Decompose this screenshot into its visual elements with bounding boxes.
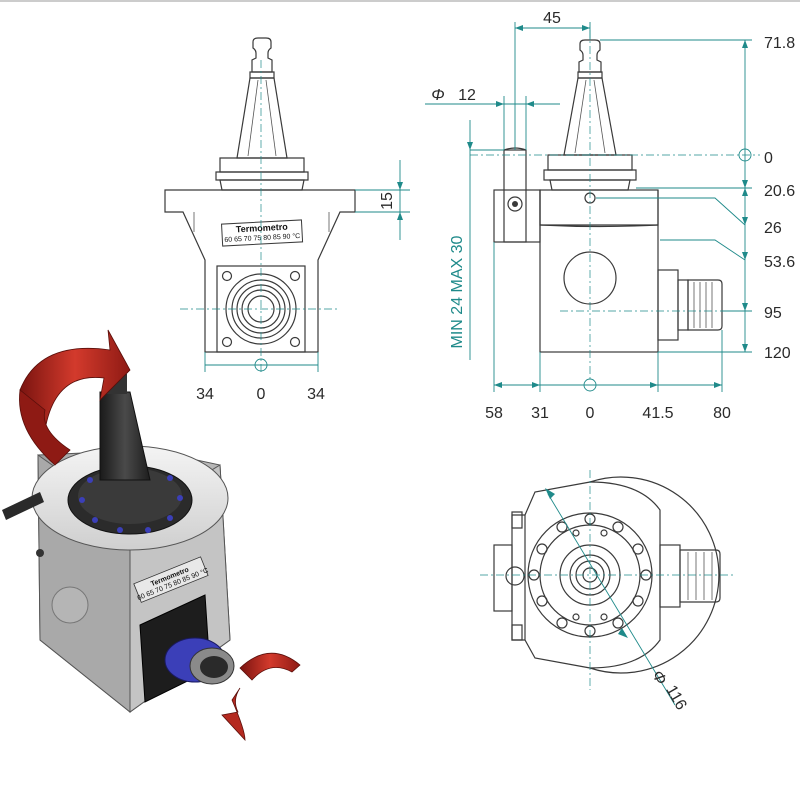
front-bottom-dims: 34 0 34 — [196, 352, 325, 403]
side-min-max-text: MIN 24 MAX 30 — [449, 235, 466, 348]
front-dim-15-text: 15 — [379, 192, 396, 210]
front-thermometer-label: Termometro 60 65 70 75 80 85 90 °C — [221, 219, 304, 247]
side-dim-58: 58 — [485, 405, 503, 422]
side-phi-value: 12 — [458, 87, 476, 104]
render-blue-bolts — [79, 475, 183, 533]
front-label-title: Termometro — [236, 222, 289, 235]
render-view: Termometro 60 65 70 75 80 85 90 °C — [2, 329, 301, 742]
render-rotation-arrow-top — [19, 329, 131, 432]
side-dim-0: 0 — [764, 150, 773, 167]
side-dim-45-text: 45 — [543, 10, 561, 27]
side-phi-symbol: Φ — [431, 87, 444, 104]
front-dim-left: 34 — [196, 386, 214, 403]
front-dim-center: 0 — [257, 386, 266, 403]
side-dim-71-8: 71.8 — [764, 35, 795, 52]
side-bottom-dims: 58 31 0 41.5 80 — [485, 242, 731, 422]
front-dim-right: 34 — [307, 386, 325, 403]
front-dim-15: 15 — [355, 160, 410, 240]
side-dim-95: 95 — [764, 305, 782, 322]
top-view: Φ 116 — [480, 470, 735, 713]
top-phi-symbol: Φ — [648, 668, 669, 688]
render-rotation-arrow-bottom — [239, 652, 301, 681]
side-dim-120: 120 — [764, 345, 791, 362]
side-dim-41-5: 41.5 — [642, 405, 673, 422]
front-label-scale: 60 65 70 75 80 85 90 °C — [224, 232, 300, 244]
side-view: 45 Φ 12 MIN 24 MAX 30 — [425, 10, 795, 422]
side-dim-53-6: 53.6 — [764, 254, 795, 271]
render-taper — [99, 391, 151, 481]
side-dim-31: 31 — [531, 405, 549, 422]
front-view: Termometro 60 65 70 75 80 85 90 °C — [164, 37, 410, 403]
side-dim-20-6: 20.6 — [764, 183, 795, 200]
side-dim-80: 80 — [713, 405, 731, 422]
top-dim-116: 116 — [662, 682, 690, 713]
side-dim-bottom-0: 0 — [586, 405, 595, 422]
front-taper — [215, 37, 309, 191]
side-right-dims: 71.8 0 20.6 26 53.6 95 120 — [596, 35, 795, 362]
side-dim-45: 45 — [514, 10, 591, 150]
side-dim-min-max: MIN 24 MAX 30 — [449, 120, 504, 360]
side-body — [493, 147, 723, 353]
side-dim-phi12: Φ 12 — [425, 87, 560, 150]
side-dim-26: 26 — [764, 220, 782, 237]
